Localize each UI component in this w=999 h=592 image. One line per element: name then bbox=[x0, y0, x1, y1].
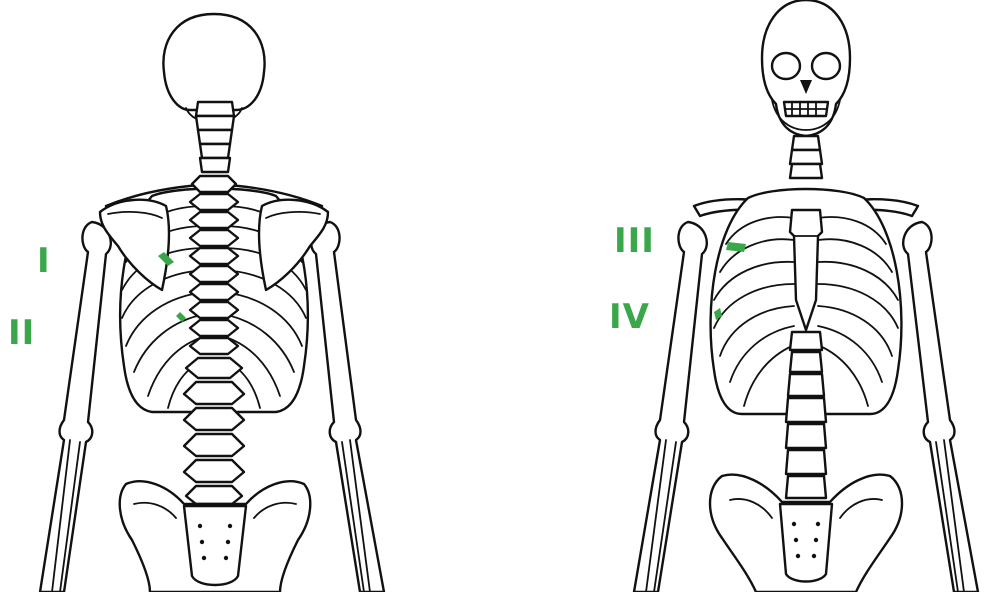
posterior-skull bbox=[163, 14, 264, 110]
anterior-right-arm bbox=[903, 222, 978, 592]
label-iv: IV bbox=[609, 300, 650, 334]
posterior-skeleton bbox=[40, 14, 384, 592]
anterior-left-arm bbox=[634, 222, 707, 592]
label-iii: III bbox=[614, 224, 655, 258]
anterior-spine bbox=[786, 332, 826, 498]
anterior-skeleton bbox=[634, 0, 978, 592]
label-i: I bbox=[37, 244, 51, 278]
sacrum bbox=[184, 506, 246, 585]
posterior-right-arm bbox=[311, 222, 384, 592]
label-ii: II bbox=[8, 316, 35, 350]
